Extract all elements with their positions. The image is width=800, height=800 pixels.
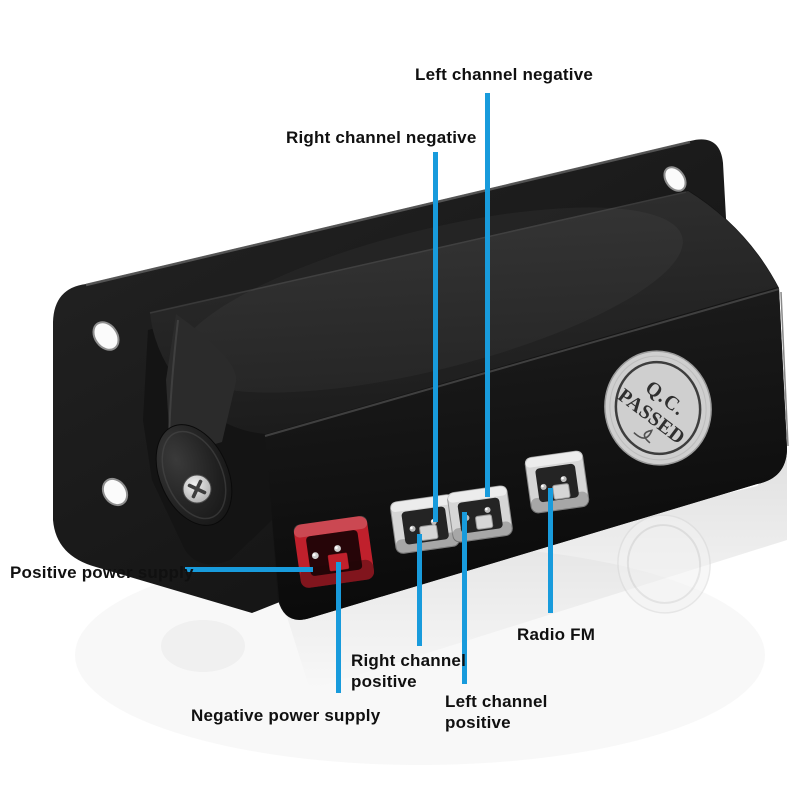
label-radio-fm: Radio FM xyxy=(517,625,596,644)
label-left-channel-negative: Left channel negative xyxy=(415,65,594,84)
knob-screw xyxy=(182,474,212,504)
body-top-face xyxy=(150,191,778,434)
qc-signature-squiggle xyxy=(633,429,654,444)
body-ridge-highlight xyxy=(264,288,780,437)
power-connector xyxy=(293,515,375,588)
label-left-channel-positive: Left channel positive xyxy=(445,692,548,733)
knob-housing xyxy=(166,314,237,449)
fm-radio-connector xyxy=(524,450,590,514)
qc-sticker-reflection xyxy=(617,514,711,614)
screw-hole-bottom-left xyxy=(101,477,129,507)
callout-line-negative-power-supply xyxy=(336,562,341,693)
callout-line-radio-fm xyxy=(548,488,553,613)
volume-knob xyxy=(155,314,237,526)
label-right-channel-positive: Right channel positive xyxy=(351,651,466,692)
callout-line-left-channel-positive xyxy=(462,512,467,684)
label-negative-power-supply: Negative power supply xyxy=(191,706,381,725)
callout-line-left-channel-negative xyxy=(485,93,490,497)
left-channel-connector xyxy=(447,485,513,543)
label-right-channel-negative: Right channel negative xyxy=(286,128,477,147)
qc-passed-sticker: Q.C. PASSED xyxy=(604,350,712,466)
label-positive-power-supply: Positive power supply xyxy=(10,563,194,582)
callout-line-positive-power-supply xyxy=(185,567,313,572)
knob-reflection xyxy=(161,620,245,672)
callout-line-right-channel-negative xyxy=(433,152,438,522)
plate-edge-highlight xyxy=(85,140,691,287)
screw-hole-top-left xyxy=(92,321,120,351)
screw-hole-top-right xyxy=(663,166,687,192)
callout-line-right-channel-positive xyxy=(417,534,422,646)
